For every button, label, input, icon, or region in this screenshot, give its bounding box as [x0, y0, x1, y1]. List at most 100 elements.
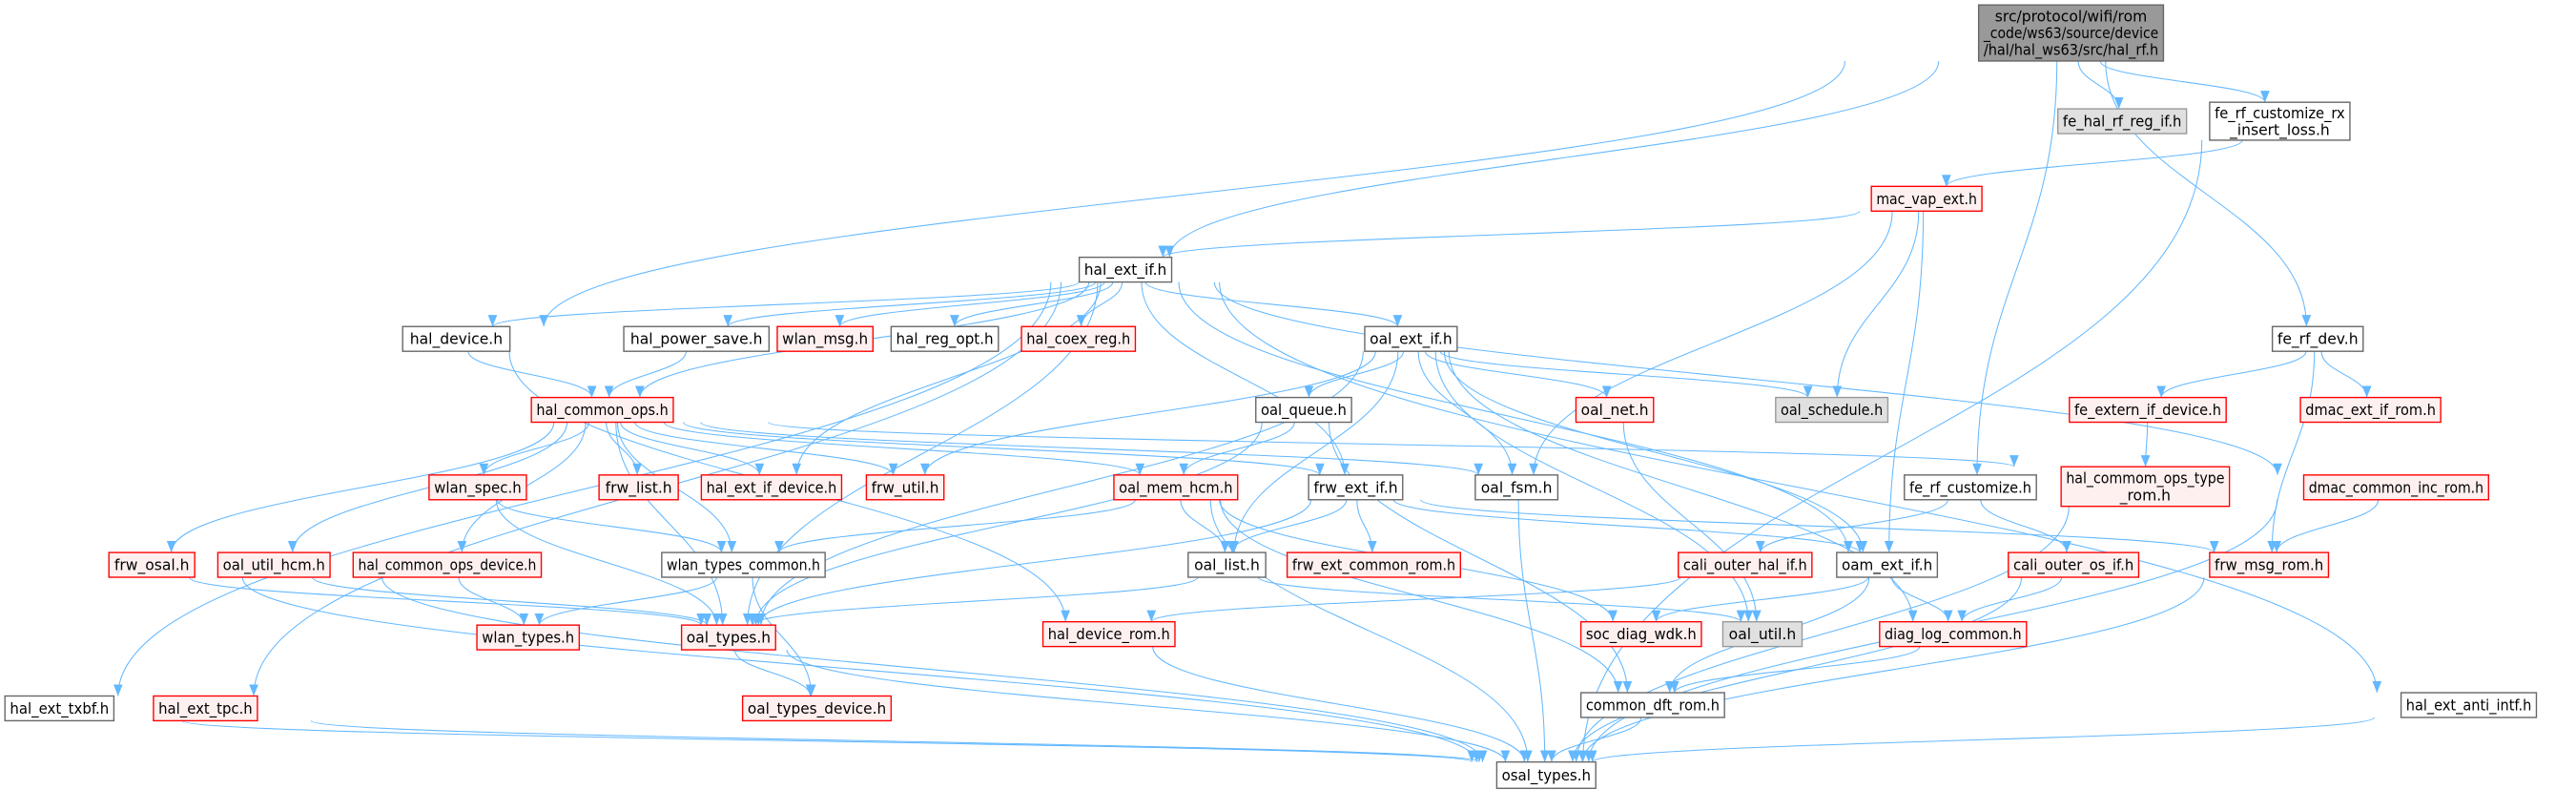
edge-oal_util_hcm-to-osal_types: [381, 577, 1488, 762]
node-label: hal_ext_txbf.h: [10, 700, 109, 718]
node-box: [2209, 101, 2351, 141]
node-label: fe_hal_rf_reg_if.h: [2063, 114, 2182, 132]
node-label: cali_outer_os_if.h: [2013, 557, 2133, 575]
node-oal-types-h[interactable]: oal_types.h: [680, 624, 776, 651]
edge-fe_rf_customize_rx-to-mac_vap_ext: [1942, 139, 2243, 187]
node-hal-ext-txbf-h[interactable]: hal_ext_txbf.h: [4, 695, 115, 722]
node-cali-outer-os-if-h[interactable]: cali_outer_os_if.h: [2008, 551, 2140, 578]
node-box: [1041, 620, 1176, 648]
node-oal-fsm-h[interactable]: oal_fsm.h: [1474, 474, 1559, 501]
edge-hal_common_ops-to-wlan_spec: [479, 422, 590, 475]
edge-oal_ext_if-to-oam_ext_if: [1443, 351, 1868, 553]
node-fe-rf-customize-h[interactable]: fe_rf_customize.h: [1904, 474, 2037, 501]
node-dmac-common-inc-rom-h[interactable]: dmac_common_inc_rom.h: [2302, 474, 2489, 501]
node-wlan-types-common-h[interactable]: wlan_types_common.h: [661, 551, 826, 578]
node-box: [623, 325, 771, 352]
node-label: fe_rf_customize_rx: [2215, 105, 2345, 123]
node-oal-types-device-h[interactable]: oal_types_device.h: [741, 695, 893, 722]
edge-cali_outer_hal_if-to-hal_device_rom: [1146, 576, 1681, 623]
node-fe-extern-if-device-h[interactable]: fe_extern_if_device.h: [2069, 396, 2227, 424]
node-oal-util-hcm-h[interactable]: oal_util_hcm.h: [216, 551, 331, 578]
node-label: hal_common_ops_device.h: [358, 557, 536, 575]
node-frw-ext-if-h[interactable]: frw_ext_if.h: [1308, 474, 1404, 501]
edge-root-to-fe_hal_rf_reg_if: [2077, 60, 2124, 110]
node-box: [2209, 551, 2330, 578]
node-diag-log-common-h[interactable]: diag_log_common.h: [1879, 620, 2028, 648]
edge-hal_ext_if-to-hal_reg_opt: [950, 281, 1114, 327]
node-label: frw_osal.h: [114, 557, 190, 575]
node-oal-mem-hcm-h[interactable]: oal_mem_hcm.h: [1113, 474, 1239, 501]
node-frw-ext-common-rom-h[interactable]: frw_ext_common_rom.h: [1286, 551, 1462, 578]
node-label: mac_vap_ext.h: [1876, 191, 1977, 209]
edge-hal_ext_if-to-hal_ext_anti_intf: [1219, 281, 2382, 694]
edge-oam_ext_if-to-diag_log_common: [1891, 576, 1953, 622]
node-wlan-msg-h[interactable]: wlan_msg.h: [776, 325, 875, 352]
node-label: hal_ext_if.h: [1084, 261, 1167, 280]
node-hal-ext-if-device-h[interactable]: hal_ext_if_device.h: [700, 474, 843, 501]
node-label: fe_rf_customize.h: [1909, 479, 2031, 497]
node-hal-ext-tpc-h[interactable]: hal_ext_tpc.h: [153, 695, 258, 722]
edge-oal_ext_if-to-frw_util: [920, 351, 1376, 475]
node-label: wlan_types_common.h: [667, 557, 820, 575]
node-hal-device-h[interactable]: hal_device.h: [402, 325, 511, 352]
edge-fe_rf_customize-to-cali_outer_os_if: [1980, 499, 2071, 553]
edge-fe_rf_dev-to-frw_msg_rom: [2267, 351, 2316, 553]
node-oal-net-h[interactable]: oal_net.h: [1575, 396, 1655, 424]
node-hal-device-rom-h[interactable]: hal_device_rom.h: [1041, 620, 1176, 648]
node-oal-queue-h[interactable]: oal_queue.h: [1255, 396, 1352, 424]
node-hal-common-ops-device-h[interactable]: hal_common_ops_device.h: [352, 551, 543, 578]
edge-mac_vap_ext-to-oal_fsm: [1529, 211, 1893, 475]
node-box: [1495, 760, 1597, 789]
node-hal-ext-anti-intf-h[interactable]: hal_ext_anti_intf.h: [2400, 692, 2538, 718]
edge-hal_common_ops-to-frw_osal: [166, 422, 555, 553]
node-box: [865, 474, 945, 501]
node-oam-ext-if-h[interactable]: oam_ext_if.h: [1836, 551, 1939, 578]
edge-oal_mem_hcm-to-common_dft_rom: [1220, 499, 1623, 694]
node-dmac-ext-if-rom-h[interactable]: dmac_ext_if_rom.h: [2299, 396, 2442, 424]
node-oal-schedule-h: oal_schedule.h: [1775, 396, 1889, 424]
node-hal-common-ops-h[interactable]: hal_common_ops.h: [530, 396, 674, 424]
node-label: oal_schedule.h: [1781, 402, 1883, 420]
node-box: [680, 624, 776, 651]
node-box: [1775, 396, 1889, 424]
node-label: oal_queue.h: [1261, 402, 1347, 420]
node-label: hal_ext_tpc.h: [158, 700, 253, 718]
node-frw-msg-rom-h[interactable]: frw_msg_rom.h: [2209, 551, 2330, 578]
edge-oal_types-to-osal_types: [786, 649, 1511, 762]
node-fe-rf-customize-rx-insert-loss-h[interactable]: fe_rf_customize_rx_insert_loss.h: [2209, 101, 2351, 141]
node-label: oal_ext_if.h: [1370, 331, 1453, 349]
node-common-dft-rom-h[interactable]: common_dft_rom.h: [1579, 692, 1725, 718]
node-frw-list-h[interactable]: frw_list.h: [598, 474, 679, 501]
node-frw-osal-h[interactable]: frw_osal.h: [108, 551, 196, 578]
node-mac-vap-ext-h[interactable]: mac_vap_ext.h: [1870, 185, 1983, 212]
node-fe-rf-dev-h[interactable]: fe_rf_dev.h: [2271, 325, 2364, 352]
node-fe-hal-rf-reg-if-h: fe_hal_rf_reg_if.h: [2056, 108, 2188, 135]
edge-diag_log_common-to-common_dft_rom: [1670, 646, 1921, 694]
node-oal-ext-if-h[interactable]: oal_ext_if.h: [1364, 325, 1458, 352]
node-osal-types-h[interactable]: osal_types.h: [1495, 760, 1597, 789]
edge-oal_ext_if-to-oal_schedule: [1439, 350, 1813, 399]
node-hal-reg-opt-h[interactable]: hal_reg_opt.h: [890, 325, 999, 352]
edge-hal_power_save-to-hal_common_ops: [604, 351, 687, 398]
node-wlan-types-h[interactable]: wlan_types.h: [476, 624, 581, 651]
node-frw-util-h[interactable]: frw_util.h: [865, 474, 945, 501]
node-label: wlan_msg.h: [782, 331, 868, 349]
node-hal-power-save-h[interactable]: hal_power_save.h: [623, 325, 771, 352]
node-hal-ext-if-h[interactable]: hal_ext_if.h: [1078, 256, 1173, 283]
edge-hal_ext_txbf-to-osal_types: [181, 719, 1476, 763]
node-hal-coex-reg-h[interactable]: hal_coex_reg.h: [1020, 325, 1137, 352]
node-wlan-spec-h[interactable]: wlan_spec.h: [428, 474, 527, 501]
node-box: [402, 325, 511, 352]
edge-fe_rf_customize_rx-to-osal_types: [1577, 139, 2203, 762]
node-hal-commom-ops-type-rom-h[interactable]: hal_commom_ops_type_rom.h: [2060, 466, 2231, 508]
edge-frw_osal-to-osal_types: [241, 577, 1481, 762]
node-label: oal_net.h: [1581, 402, 1649, 420]
node-soc-diag-wdk-h[interactable]: soc_diag_wdk.h: [1579, 620, 1702, 648]
node-cali-outer-hal-if-h[interactable]: cali_outer_hal_if.h: [1678, 551, 1813, 578]
edge-hal_device-to-hal_common_ops: [467, 351, 597, 398]
node-label: oal_mem_hcm.h: [1119, 479, 1232, 497]
node-label: dmac_ext_if_rom.h: [2305, 402, 2436, 420]
edge-wlan_types_common-to-wlan_types: [534, 576, 718, 626]
node-oal-list-h[interactable]: oal_list.h: [1187, 551, 1267, 578]
node-box: [428, 474, 527, 501]
